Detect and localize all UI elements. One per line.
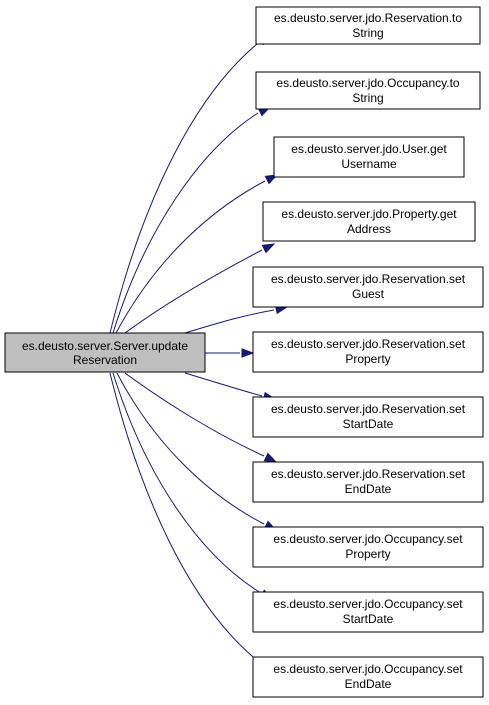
target-node-box — [255, 71, 481, 110]
target-node-box — [273, 136, 465, 178]
target-node-label-line1: es.deusto.server.jdo.Reservation.set — [271, 272, 466, 286]
call-edge — [124, 372, 278, 463]
target-node[interactable]: es.deusto.server.jdo.Occupancy.set Prope… — [252, 526, 484, 568]
target-node[interactable]: es.deusto.server.jdo.Occupancy.to String — [255, 71, 481, 110]
call-edge-line — [109, 372, 259, 662]
call-edge — [109, 34, 272, 334]
call-edge-line — [184, 372, 263, 397]
target-node-label-line2: Guest — [352, 287, 385, 301]
target-node-label-line2: Username — [341, 157, 397, 171]
source-node-label-line1: es.deusto.server.Server.update — [22, 339, 188, 353]
target-node-label-line2: Property — [345, 547, 390, 561]
target-node-label-line2: StartDate — [343, 417, 394, 431]
call-edge-line — [124, 249, 263, 334]
arrowhead-icon — [263, 452, 278, 463]
source-node-label-line2: Reservation — [73, 353, 137, 367]
target-node-label-line2: Property — [345, 352, 390, 366]
target-node[interactable]: es.deusto.server.jdo.Reservation.set Pro… — [252, 331, 484, 373]
call-edge — [205, 348, 255, 358]
call-edge — [115, 174, 279, 334]
target-node-label-line2: Address — [347, 222, 391, 236]
target-node-label-line1: es.deusto.server.jdo.User.get — [291, 142, 447, 156]
call-edges — [109, 34, 289, 670]
target-node-label-line1: es.deusto.server.jdo.Reservation.set — [271, 402, 466, 416]
target-node-label-line1: es.deusto.server.jdo.Reservation.set — [271, 337, 466, 351]
source-node-box — [4, 332, 206, 373]
target-node[interactable]: es.deusto.server.jdo.User.get Username — [273, 136, 465, 178]
target-node-box — [252, 591, 484, 633]
target-node[interactable]: es.deusto.server.jdo.Reservation.set Gue… — [252, 266, 484, 308]
target-node-box — [252, 656, 484, 698]
target-node-box — [255, 6, 481, 45]
call-edge-line — [124, 372, 265, 457]
target-node-label-line1: es.deusto.server.jdo.Property.get — [281, 207, 457, 221]
target-node[interactable]: es.deusto.server.jdo.Occupancy.set Start… — [252, 591, 484, 633]
target-node-label-line1: es.deusto.server.jdo.Occupancy.set — [273, 662, 463, 676]
target-node-box — [252, 331, 484, 373]
call-edge — [184, 372, 277, 402]
target-node[interactable]: es.deusto.server.jdo.Property.get Addres… — [262, 201, 476, 242]
arrowhead-icon — [261, 243, 276, 254]
arrowhead-icon — [241, 348, 255, 358]
target-node-box — [252, 461, 484, 503]
target-node-label-line1: es.deusto.server.jdo.Occupancy.to — [276, 76, 460, 90]
target-node-label-line2: EndDate — [345, 677, 392, 691]
call-edge — [124, 243, 276, 334]
call-edge — [184, 304, 289, 334]
target-node-label-line1: es.deusto.server.jdo.Occupancy.set — [273, 597, 463, 611]
call-edge — [109, 372, 272, 670]
target-node[interactable]: es.deusto.server.jdo.Reservation.to Stri… — [255, 6, 481, 45]
target-node-label-line2: EndDate — [345, 482, 392, 496]
target-node-label-line2: String — [352, 26, 383, 40]
target-node-label-line1: es.deusto.server.jdo.Occupancy.set — [273, 532, 463, 546]
call-edge-line — [112, 372, 262, 594]
target-node[interactable]: es.deusto.server.jdo.Reservation.set Sta… — [252, 396, 484, 438]
call-edge-line — [116, 372, 265, 525]
target-node[interactable]: es.deusto.server.jdo.Occupancy.set EndDa… — [252, 656, 484, 698]
target-node-label-line2: String — [352, 91, 383, 105]
target-node-box — [262, 201, 476, 242]
call-edge-line — [184, 309, 275, 334]
target-node-label-line1: es.deusto.server.jdo.Reservation.to — [274, 11, 462, 25]
call-edge-line — [115, 180, 266, 334]
target-node-label-line2: StartDate — [343, 612, 394, 626]
call-edge-line — [109, 43, 258, 334]
call-edge-line — [112, 112, 259, 334]
call-edge — [116, 372, 278, 531]
target-node[interactable]: es.deusto.server.jdo.Reservation.set End… — [252, 461, 484, 503]
target-node-box — [252, 526, 484, 568]
target-node-label-line1: es.deusto.server.jdo.Reservation.set — [271, 467, 466, 481]
target-node-box — [252, 396, 484, 438]
source-node[interactable]: es.deusto.server.Server.update Reservati… — [4, 332, 206, 373]
target-node-box — [252, 266, 484, 308]
